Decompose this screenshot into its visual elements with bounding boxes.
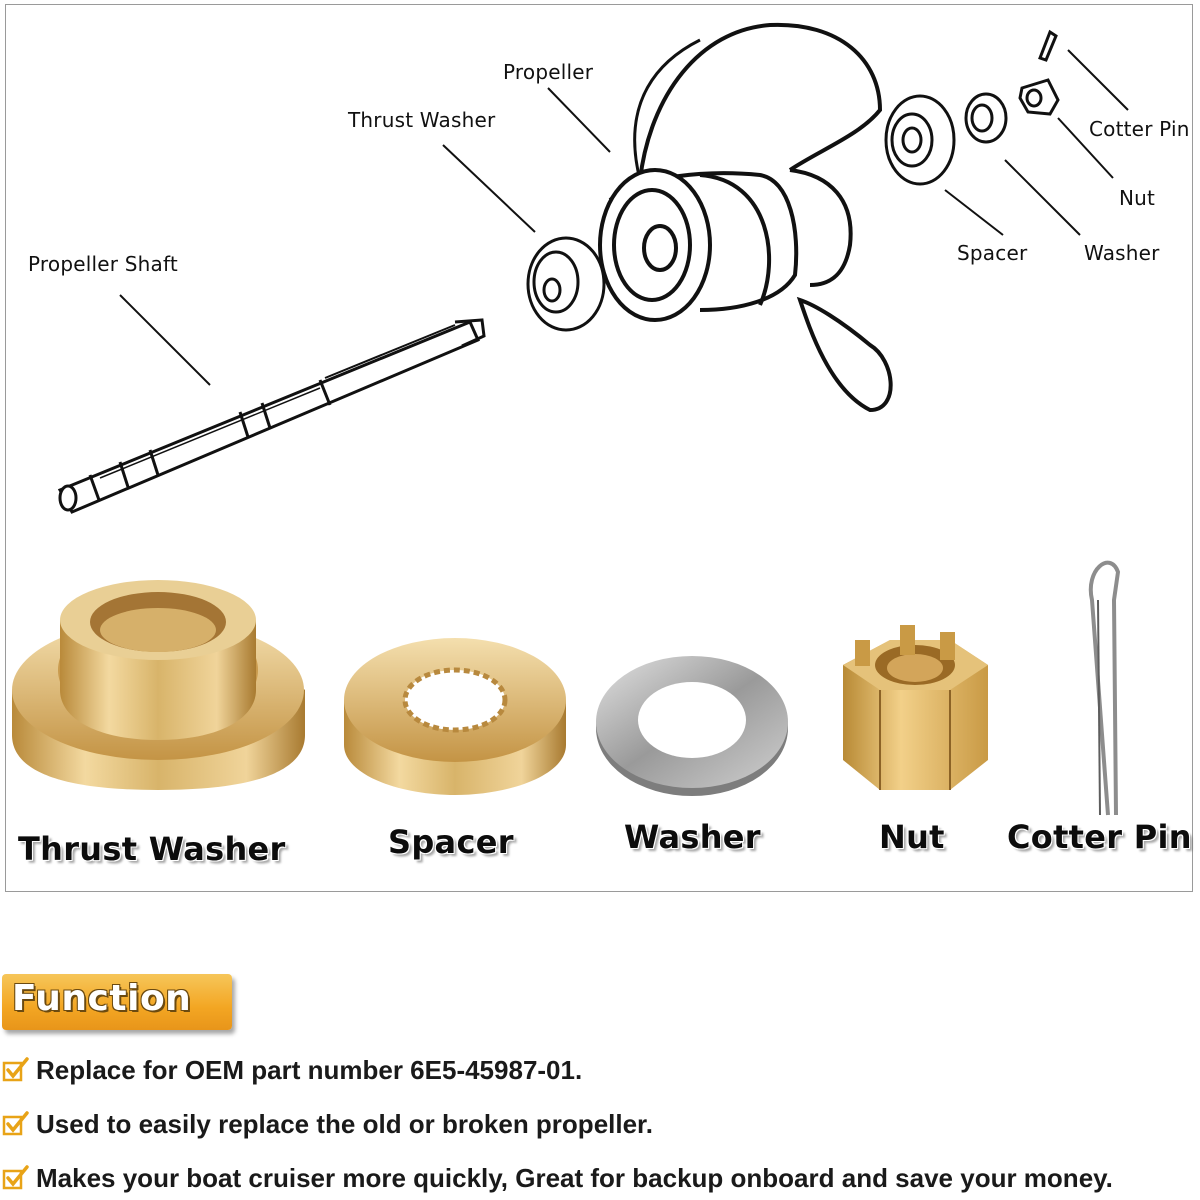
cotter-pin-photo bbox=[1088, 560, 1121, 816]
spacer-leader-line bbox=[944, 189, 1004, 236]
feature-item: Used to easily replace the old or broken… bbox=[0, 1102, 653, 1146]
cotter-pin-label: Cotter Pin bbox=[1089, 117, 1190, 141]
washer-label: Washer bbox=[1084, 241, 1160, 265]
propeller-label: Propeller bbox=[503, 60, 594, 84]
washer-drawing bbox=[964, 92, 1008, 144]
function-title: Function bbox=[12, 978, 192, 1019]
feature-item: Makes your boat cruiser more quickly, Gr… bbox=[0, 1156, 1113, 1200]
shaft-leader-line bbox=[119, 294, 211, 386]
function-heading-badge: Function bbox=[2, 974, 232, 1030]
spacer-label: Spacer bbox=[957, 241, 1028, 265]
cotter-pin-leader-line bbox=[1067, 49, 1129, 111]
part-label-cotter-pin: Cotter Pin bbox=[1007, 818, 1192, 856]
nut-photo bbox=[843, 625, 988, 790]
feature-text: Makes your boat cruiser more quickly, Gr… bbox=[36, 1162, 1113, 1193]
thrust-washer-label: Thrust Washer bbox=[348, 108, 496, 132]
part-label-spacer: Spacer bbox=[388, 823, 514, 861]
thrust-washer-leader-line bbox=[442, 144, 536, 233]
checkbox-check-icon bbox=[2, 1111, 29, 1136]
exploded-view-diagram bbox=[12, 22, 1129, 816]
propeller-shaft-label: Propeller Shaft bbox=[28, 252, 178, 276]
cotter-pin-drawing bbox=[1038, 29, 1058, 62]
part-label-washer: Washer bbox=[624, 818, 761, 856]
spacer-photo bbox=[344, 638, 566, 795]
checkbox-check-icon bbox=[2, 1165, 29, 1190]
washer-leader-line bbox=[1004, 159, 1081, 236]
spacer-drawing bbox=[884, 94, 956, 186]
thrust-washer-photo bbox=[12, 580, 305, 790]
propeller-leader-line bbox=[547, 87, 611, 153]
feature-item: Replace for OEM part number 6E5-45987-01… bbox=[0, 1048, 582, 1092]
nut-leader-line bbox=[1057, 117, 1114, 179]
propeller-shaft-drawing bbox=[57, 318, 486, 514]
washer-photo bbox=[596, 656, 788, 796]
part-label-thrust-washer: Thrust Washer bbox=[18, 830, 286, 868]
propeller-drawing bbox=[598, 22, 893, 413]
feature-text: Used to easily replace the old or broken… bbox=[36, 1108, 653, 1139]
thrust-washer-drawing bbox=[526, 236, 606, 332]
nut-label: Nut bbox=[1119, 186, 1156, 210]
nut-drawing bbox=[1018, 78, 1060, 116]
feature-text: Replace for OEM part number 6E5-45987-01… bbox=[36, 1054, 583, 1085]
checkbox-check-icon bbox=[2, 1057, 29, 1082]
part-label-nut: Nut bbox=[879, 818, 945, 856]
